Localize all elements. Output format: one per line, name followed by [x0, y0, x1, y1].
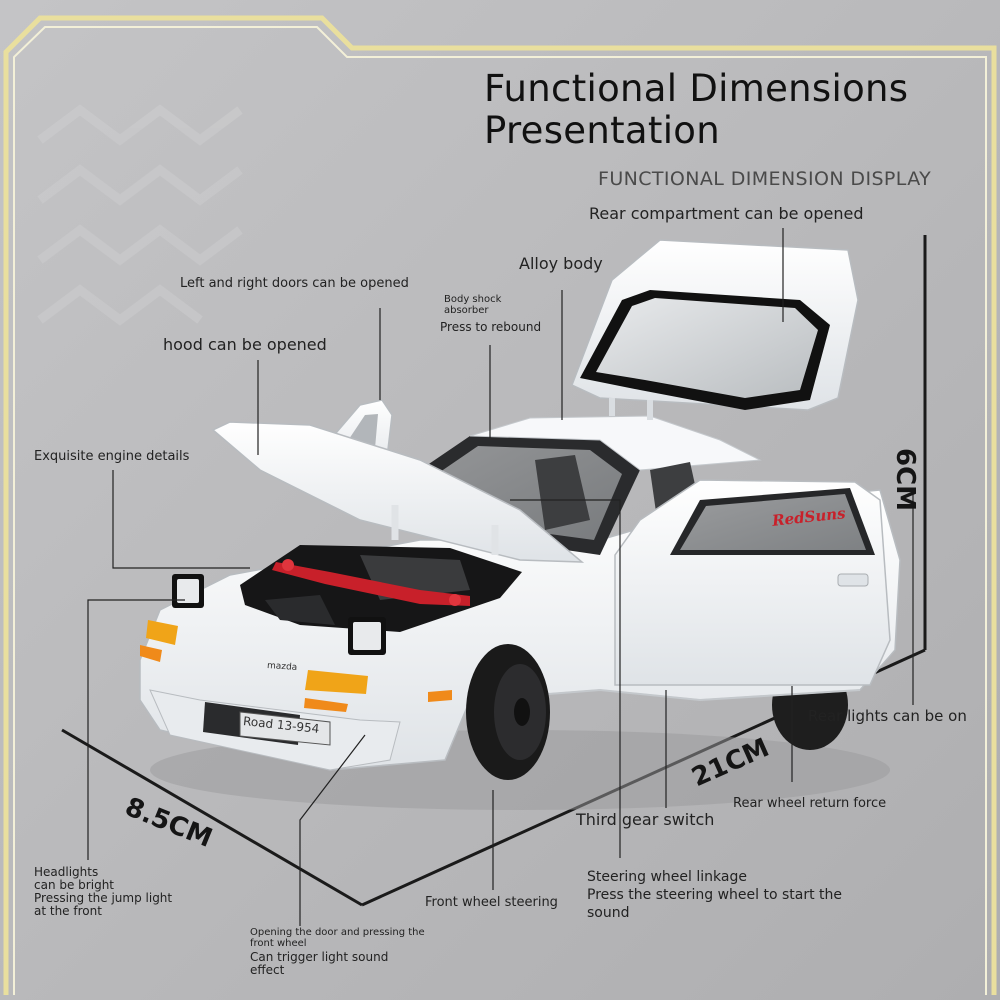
title-line-1: Functional Dimensions: [484, 67, 909, 110]
door-trigger-line-4: effect: [250, 963, 285, 977]
door-trigger-line-2: front wheel: [250, 938, 307, 949]
callout-gear-switch: Third gear switch: [576, 810, 715, 829]
door-trigger-line-1: Opening the door and pressing the: [250, 927, 425, 938]
callout-rear-lights: Rear lights can be on: [808, 707, 967, 725]
door-trigger-line-3: Can trigger light sound: [250, 950, 389, 964]
callout-shock-absorber: Body shock absorber: [444, 294, 501, 316]
dimension-height: 6CM: [890, 448, 920, 512]
steering-line-3: sound: [587, 905, 630, 921]
callout-hood: hood can be opened: [163, 335, 327, 354]
callout-door-trigger: Opening the door and pressing the front …: [250, 927, 425, 977]
callout-front-wheel: Front wheel steering: [425, 895, 558, 910]
steering-line-2: Press the steering wheel to start the: [587, 887, 843, 903]
page-subtitle: FUNCTIONAL DIMENSION DISPLAY: [598, 168, 932, 190]
headlights-line-2: can be bright: [34, 878, 114, 892]
callout-shock-rebound: Press to rebound: [440, 320, 542, 334]
page-title: Functional Dimensions Presentation: [484, 68, 908, 152]
callout-alloy-body: Alloy body: [519, 254, 603, 273]
callout-doors: Left and right doors can be opened: [180, 276, 409, 291]
steering-line-1: Steering wheel linkage: [587, 869, 747, 885]
shock-line-2: absorber: [444, 305, 489, 316]
shock-line-1: Body shock: [444, 294, 502, 305]
title-line-2: Presentation: [484, 109, 720, 152]
callout-headlights: Headlights can be bright Pressing the ju…: [34, 866, 172, 918]
callout-engine: Exquisite engine details: [34, 449, 190, 464]
headlights-line-3: Pressing the jump light: [34, 891, 173, 905]
headlights-line-4: at the front: [34, 904, 102, 918]
callout-steering: Steering wheel linkage Press the steerin…: [587, 868, 842, 922]
callout-rear-wheel: Rear wheel return force: [733, 796, 887, 811]
callout-rear-compartment: Rear compartment can be opened: [589, 204, 864, 223]
headlights-line-1: Headlights: [34, 865, 99, 879]
